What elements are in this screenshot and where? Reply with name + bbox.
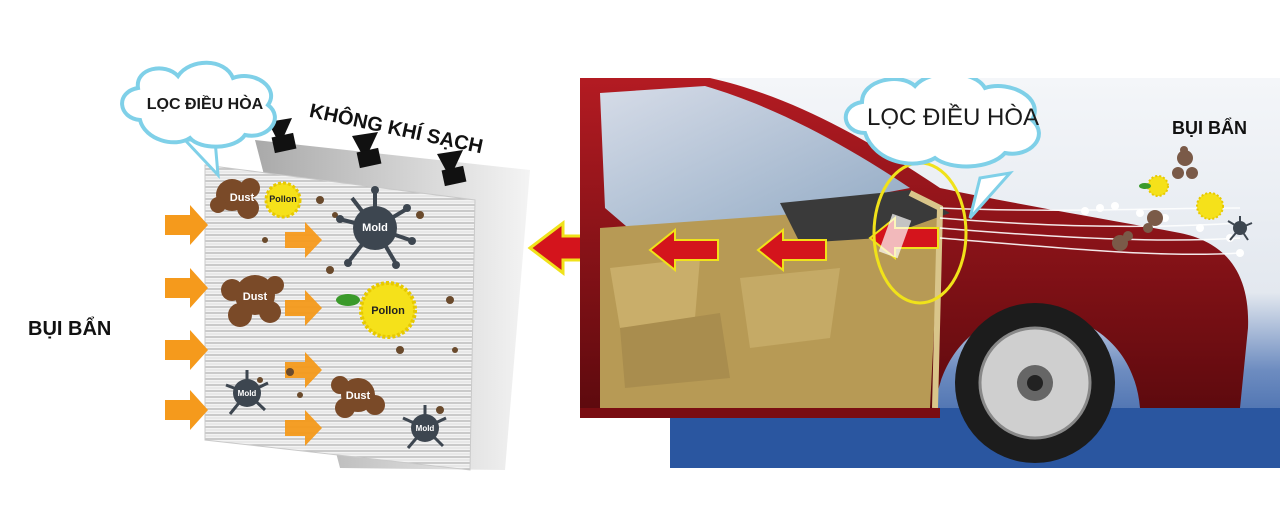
pollen-tag-2: Pollon bbox=[371, 305, 405, 317]
mold-particle-2 bbox=[225, 370, 269, 415]
right-dirty-label: BỤI BẨN bbox=[1172, 118, 1247, 138]
dust-particle-2 bbox=[221, 275, 284, 327]
filter-illustration bbox=[120, 60, 530, 471]
left-cloud-callout bbox=[120, 60, 277, 180]
debris-dots bbox=[257, 196, 458, 414]
pollen-particle-2 bbox=[336, 281, 417, 339]
mold-particle-1 bbox=[336, 186, 416, 269]
right-mold-particles bbox=[1227, 216, 1253, 241]
pollen-tag-1: Pollon bbox=[269, 194, 297, 204]
clean-air-arrows bbox=[268, 118, 467, 187]
left-cloud-label: LỌC ĐIỀU HÒA bbox=[146, 96, 264, 113]
right-dust-particles bbox=[1112, 146, 1198, 251]
mold-tag-2: Mold bbox=[237, 389, 257, 398]
incoming-orange-arrows bbox=[165, 205, 208, 430]
right-cloud-callout bbox=[843, 78, 1041, 219]
mold-tag-1: Mold bbox=[362, 222, 388, 234]
air-dots bbox=[1081, 202, 1244, 257]
left-dirty-label: BỤI BẨN bbox=[28, 318, 112, 340]
mold-tag-3: Mold bbox=[415, 424, 435, 433]
dust-tag-2: Dust bbox=[242, 291, 268, 303]
right-cloud-label: LỌC ĐIỀU HÒA bbox=[866, 104, 1040, 131]
dust-tag-3: Dust bbox=[345, 390, 371, 402]
right-pollen-particles bbox=[1139, 175, 1224, 220]
dust-particle-3 bbox=[331, 376, 385, 418]
dust-tag-1: Dust bbox=[229, 192, 255, 204]
car-illustration bbox=[580, 78, 1280, 468]
mold-particle-3 bbox=[402, 405, 447, 449]
pollen-particle-1 bbox=[264, 181, 302, 219]
inner-orange-arrows bbox=[285, 222, 322, 446]
dust-particle-1 bbox=[210, 178, 260, 219]
